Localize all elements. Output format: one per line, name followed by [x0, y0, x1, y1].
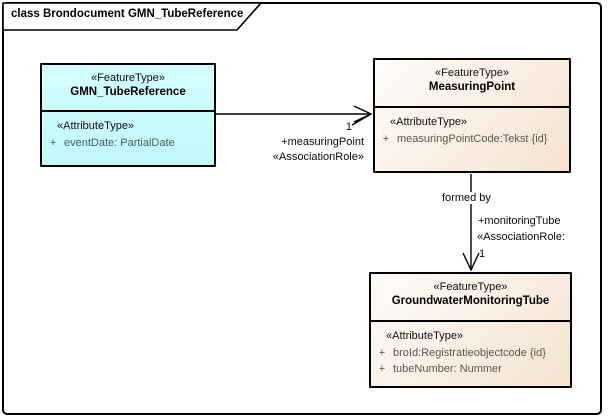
attribute-compartment: «AttributeType» + measuringPointCode:Tek…	[375, 108, 569, 146]
class-stereotype: «FeatureType»	[435, 67, 509, 79]
attribute-row[interactable]: + tubeNumber: Nummer	[371, 362, 570, 376]
attribute-visibility: +	[378, 363, 386, 375]
attribute-text: eventDate: PartialDate	[64, 137, 175, 149]
association-formed-by[interactable]	[462, 174, 480, 272]
association-role-label: +measuringPoint	[281, 136, 364, 148]
association-stereotype-label: «AssociationRole»	[272, 151, 364, 163]
diagram-title: class Brondocument GMN_TubeReference	[11, 8, 244, 20]
association-multiplicity: 1	[479, 248, 486, 260]
attribute-compartment: «AttributeType» + broId:Registratieobjec…	[371, 322, 570, 376]
attribute-row[interactable]: + eventDate: PartialDate	[42, 136, 214, 150]
class-gmn-tube-reference[interactable]: «FeatureType» GMN_TubeReference «Attribu…	[40, 63, 216, 167]
class-header: «FeatureType» GroundwaterMonitoringTube	[371, 274, 570, 322]
attribute-compartment-label: «AttributeType»	[57, 120, 135, 132]
attribute-visibility: +	[49, 137, 57, 149]
class-header: «FeatureType» MeasuringPoint	[375, 60, 569, 108]
attribute-compartment-label: «AttributeType»	[386, 330, 464, 342]
association-role-label: +monitoringTube	[478, 215, 561, 227]
attribute-visibility: +	[382, 133, 390, 145]
class-name: GMN_TubeReference	[70, 86, 186, 98]
attribute-text: tubeNumber: Nummer	[393, 363, 502, 375]
attribute-text: broId:Registratieobjectcode {id}	[393, 347, 546, 359]
attribute-row[interactable]: + broId:Registratieobjectcode {id}	[371, 346, 570, 360]
association-stereotype-label: «AssociationRole:	[477, 231, 566, 243]
attribute-text: measuringPointCode:Tekst {id}	[397, 133, 548, 145]
class-groundwater-monitoring-tube[interactable]: «FeatureType» GroundwaterMonitoringTube …	[369, 272, 572, 388]
class-stereotype: «FeatureType»	[91, 72, 165, 84]
association-name-label: formed by	[440, 192, 493, 204]
class-name: GroundwaterMonitoringTube	[391, 295, 550, 307]
attribute-visibility: +	[378, 347, 386, 359]
attribute-compartment-label: «AttributeType»	[390, 116, 468, 128]
class-header: «FeatureType» GMN_TubeReference	[42, 65, 214, 112]
class-measuring-point[interactable]: «FeatureType» MeasuringPoint «AttributeT…	[373, 58, 571, 173]
association-multiplicity: 1	[345, 121, 352, 133]
class-stereotype: «FeatureType»	[433, 281, 508, 293]
frame-title-tab	[2, 2, 263, 31]
class-name: MeasuringPoint	[428, 81, 516, 93]
attribute-row[interactable]: + measuringPointCode:Tekst {id}	[375, 132, 569, 146]
association-measuring-point[interactable]	[216, 105, 373, 126]
attribute-compartment: «AttributeType» + eventDate: PartialDate	[42, 112, 214, 150]
